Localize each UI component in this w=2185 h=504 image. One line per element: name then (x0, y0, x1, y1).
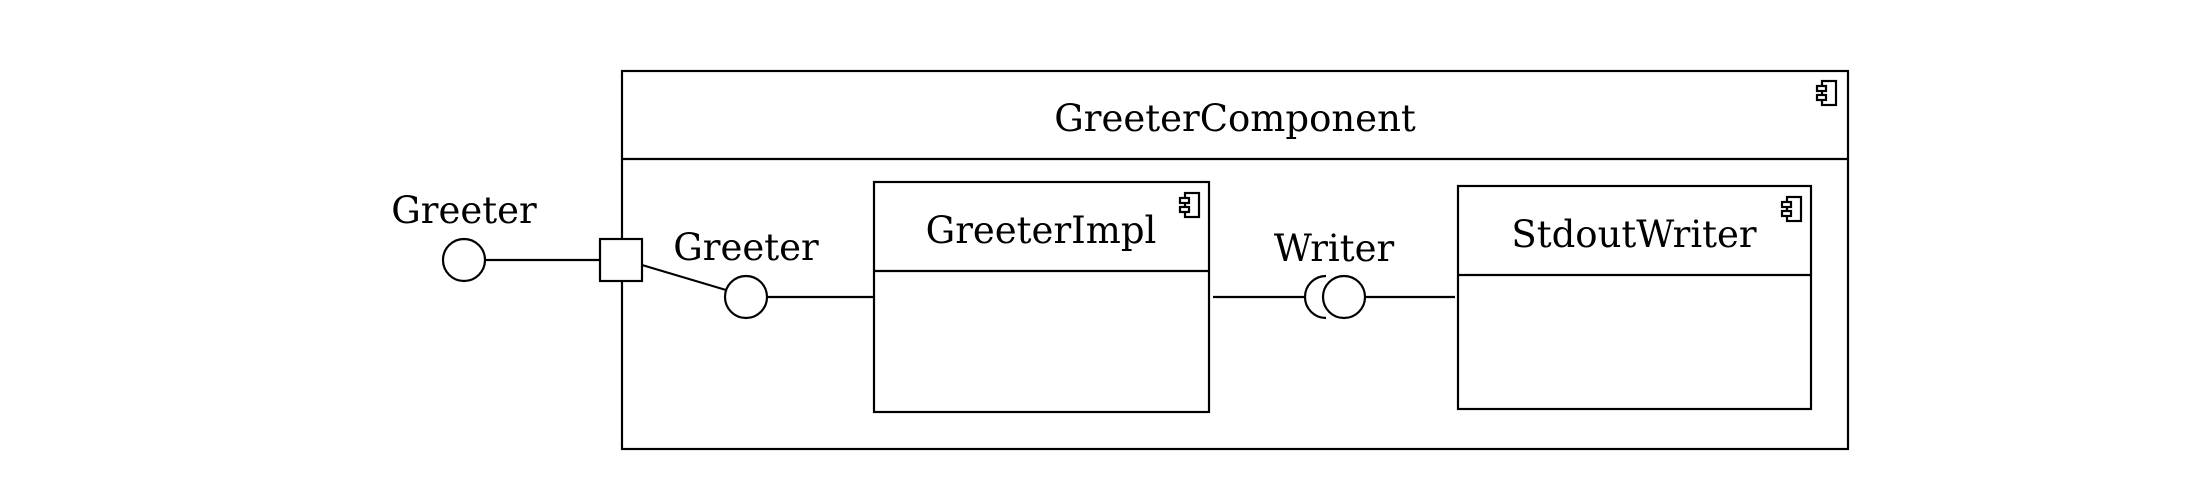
uml-component-icon (1780, 195, 1803, 223)
greeter-impl-component: GreeterImpl (872, 180, 1211, 414)
inner-greeter-interface: Greeter (673, 226, 873, 320)
provided-interface-lollipop (1321, 274, 1367, 320)
provided-interface-lollipop (441, 237, 487, 283)
external-interface-label: Greeter (391, 189, 537, 232)
assembly-connector-label: Writer (1274, 227, 1395, 270)
uml-component-icon (1178, 191, 1201, 219)
component-port (598, 237, 644, 283)
provided-interface-lollipop (723, 274, 769, 320)
component-frame (872, 180, 1211, 414)
component-frame (1456, 184, 1813, 411)
external-greeter-interface: Greeter (391, 189, 600, 283)
container-title: GreeterComponent (1054, 97, 1416, 140)
stdout-writer-component: StdoutWriter (1456, 184, 1813, 411)
inner-interface-label: Greeter (673, 226, 819, 269)
writer-assembly-connector: Writer (1213, 227, 1455, 320)
delegation-connector (641, 263, 727, 292)
required-interface-socket (1303, 274, 1327, 320)
uml-component-icon (1815, 79, 1838, 107)
component-title: GreeterImpl (926, 209, 1157, 252)
component-title: StdoutWriter (1511, 213, 1757, 256)
